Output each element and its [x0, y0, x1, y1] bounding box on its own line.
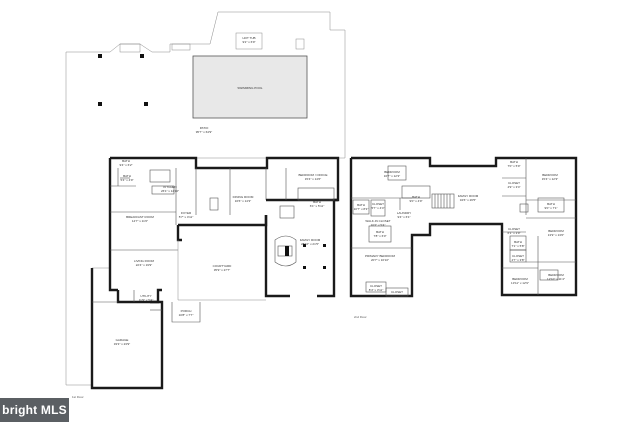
- room-name-closet-5: CLOSET: [508, 227, 520, 231]
- room-dims-porch: 10'8" x 7'7": [179, 313, 194, 317]
- room-name-bath-8: BATH: [547, 202, 555, 206]
- room-dims-kitchen: 26'1" x 14'10": [161, 189, 179, 193]
- floor-label-second: 2nd Floor: [354, 315, 367, 319]
- bright-mls-watermark: bright MLS: [0, 398, 69, 422]
- room-name-bath-7: BATH: [510, 160, 518, 164]
- room-name-hot-tub: HOT TUB: [242, 36, 255, 40]
- room-dims-garage: 33'3" x 23'9": [114, 342, 130, 346]
- room-dims-family-room: 28'10" x 21'5": [301, 242, 319, 246]
- room-dims-bedroom-4: 13'11" x 12'9": [511, 281, 529, 285]
- room-dims-closet-3: 8'4" x 4'6": [390, 294, 403, 298]
- room-dims-bath-4: 9'0" x 4'9": [409, 199, 422, 203]
- patio-outline: [65, 11, 346, 386]
- room-name-breakfast-room: BREAKFAST ROOM: [126, 215, 154, 219]
- room-labels: HOT TUB 9'2" x 6'9" SWIMMING POOL PATIO …: [114, 36, 565, 346]
- room-name-closet-4: CLOSET: [508, 181, 520, 185]
- room-name-bath-6: BATH: [376, 230, 384, 234]
- room-name-closet-6: CLOSET: [512, 254, 524, 258]
- room-name-bath-1: BATH: [122, 159, 130, 163]
- room-name-porch: PORCH: [181, 309, 192, 313]
- room-dims-courtyard: 35'9" x 27'7": [214, 268, 230, 272]
- room-dims-closet-4: 4'9" x 3'4": [507, 185, 520, 189]
- room-name-walk-in-closet: WALK-IN CLOSET: [365, 219, 390, 223]
- room-name-bath-2: BATH: [123, 174, 131, 178]
- room-name-utility: UTILITY: [140, 294, 151, 298]
- first-floor-walls: [90, 156, 340, 390]
- room-name-bedroom-5: BEDROOM: [548, 273, 564, 277]
- room-name-family-room: FAMILY ROOM: [300, 238, 321, 242]
- room-dims-family-room-2: 34'6" x 26'5": [460, 198, 476, 202]
- room-name-bedroom-office: BEDROOM / OFFICE: [298, 173, 327, 177]
- room-name-bedroom-4: BEDROOM: [512, 277, 528, 281]
- room-dims-bath-6: 7'8" x 6'0": [373, 234, 386, 238]
- room-dims-bedroom-5: 12'10" x 11'4": [547, 277, 565, 281]
- patio-posts: [98, 54, 148, 106]
- room-dims-bedroom-1: 16'7" x 12'3": [384, 174, 400, 178]
- room-dims-bath-1: 9'4" x 6'2": [119, 163, 132, 167]
- swimming-pool: [192, 55, 308, 119]
- room-dims-bedroom-3: 13'9" x 13'0": [548, 233, 564, 237]
- room-name-primary-bedroom: PRIMARY BEDROOM: [365, 254, 395, 258]
- room-name-family-room-2: FAMILY ROOM: [458, 194, 479, 198]
- room-name-kitchen: KITCHEN: [163, 185, 176, 189]
- room-dims-patio: 95'7" x 64'9": [196, 130, 212, 134]
- room-dims-bath-2: 5'4" x 4'9": [120, 178, 133, 182]
- second-floor-walls: [349, 156, 578, 298]
- floor-label-first: 1st Floor: [72, 395, 84, 399]
- room-dims-utility: 11'9" x 5'4": [139, 298, 154, 302]
- room-dims-bath-7: 7'0" x 5'9": [507, 164, 520, 168]
- room-name-dining-room: DINING ROOM: [233, 195, 254, 199]
- room-name-laundry: LAUNDRY: [397, 211, 411, 215]
- room-name-bath-4: BATH: [412, 195, 420, 199]
- room-name-bath-9: BATH: [514, 240, 522, 244]
- room-dims-closet-1: 5'7" x 4'4": [371, 206, 384, 210]
- room-name-bedroom-3: BEDROOM: [548, 229, 564, 233]
- room-name-closet-2: CLOSET: [370, 284, 382, 288]
- room-dims-bedroom-office: 15'4" x 14'6": [305, 177, 321, 181]
- room-name-foyer: FOYER: [181, 211, 192, 215]
- room-dims-closet-6: 4'7" x 3'8": [511, 258, 524, 262]
- courtyard-lines: [177, 240, 266, 301]
- room-dims-bedroom-2: 15'4" x 12'3": [542, 177, 558, 181]
- room-name-closet-3: CLOSET: [391, 290, 403, 294]
- room-dims-closet-2: 8'4" x 3'11": [369, 288, 384, 292]
- room-name-bath-5: BATH: [357, 203, 365, 207]
- room-dims-dining-room: 16'6" x 14'3": [235, 199, 251, 203]
- room-name-courtyard: COURTYARD: [213, 264, 233, 268]
- room-dims-walk-in-closet: 10'2" x 5'4": [371, 223, 386, 227]
- room-dims-living-room: 22'4" x 19'9": [136, 263, 152, 267]
- room-dims-bath-5: 10'7" x 8'3": [354, 207, 369, 211]
- room-name-living-room: LIVING ROOM: [134, 259, 155, 263]
- room-name-garage: GARAGE: [116, 338, 129, 342]
- room-name-bedroom-1: BEDROOM: [384, 170, 400, 174]
- room-dims-breakfast-room: 14'7" x 11'6": [132, 219, 148, 223]
- room-dims-primary-bedroom: 20'7" x 16'10": [371, 258, 389, 262]
- room-name-swimming-pool: SWIMMING POOL: [237, 86, 262, 90]
- room-dims-foyer: 5'7" x 4'11": [179, 215, 194, 219]
- room-dims-hot-tub: 9'2" x 6'9": [242, 40, 255, 44]
- room-name-bath-3: BATH: [313, 200, 321, 204]
- room-dims-bath-8: 9'0" x 7'1": [544, 206, 557, 210]
- room-name-closet-1: CLOSET: [372, 202, 384, 206]
- room-dims-bath-9: 7'1" x 5'8": [511, 244, 524, 248]
- room-dims-laundry: 9'4" x 6'1": [397, 215, 410, 219]
- room-dims-closet-5: 6'1" x 3'9": [507, 231, 520, 235]
- watermark-text: bright MLS: [2, 403, 67, 417]
- room-dims-bath-3: 6'1" x 5'11": [310, 204, 325, 208]
- room-name-patio: PATIO: [200, 126, 209, 130]
- room-name-bedroom-2: BEDROOM: [542, 173, 558, 177]
